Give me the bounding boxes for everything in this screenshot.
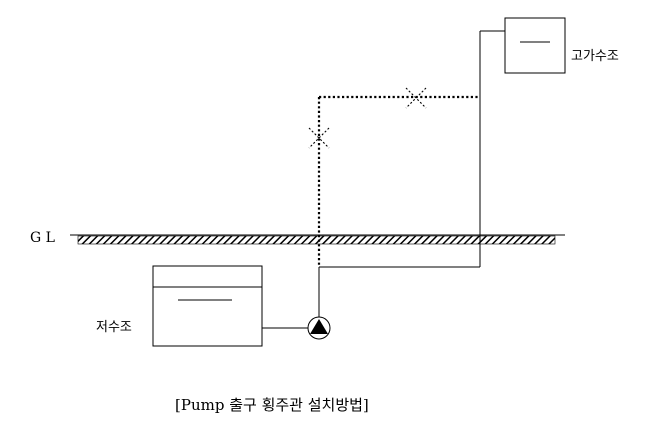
x-mark-horizontal [405, 87, 427, 109]
reservoir-tank [152, 265, 263, 347]
reservoir-label: 저수조 [96, 320, 132, 335]
diagram-caption: [Pump 출구 횡주관 설치방법] [175, 396, 369, 414]
pump-icon [307, 316, 331, 340]
ground-label: G L [30, 230, 55, 246]
incorrect-pipe-route [317, 95, 480, 267]
supply-pipe [318, 30, 505, 318]
x-mark-vertical [308, 127, 330, 149]
elevated-tank-label: 고가수조 [571, 49, 619, 64]
ground-line [70, 234, 565, 245]
elevated-tank [504, 17, 566, 74]
